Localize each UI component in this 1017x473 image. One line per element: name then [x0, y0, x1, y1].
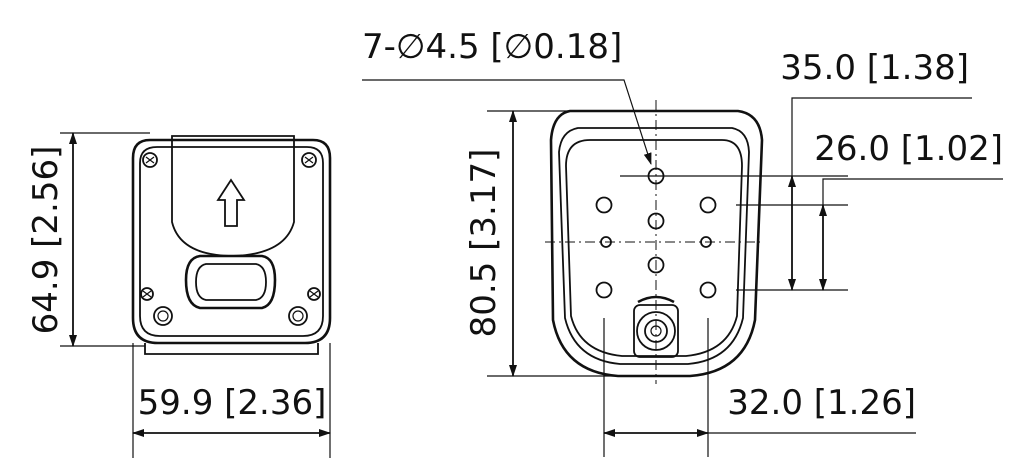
- front-base-plate: [144, 343, 319, 355]
- mounting-hole: [647, 212, 665, 230]
- holes-label: 7-∅4.5 [∅0.18]: [362, 27, 622, 67]
- mounting-hole: [647, 256, 665, 274]
- front-height-label: 64.9 [2.56]: [26, 146, 66, 335]
- up-arrow-icon: [216, 178, 246, 227]
- rear-view: 7-∅4.5 [∅0.18] 80.5 [3.17] 35.0 [1.38] 2…: [362, 27, 1003, 457]
- mounting-hole: [700, 236, 712, 248]
- screw-icon: [153, 306, 173, 326]
- front-connector-window-inner: [195, 263, 267, 301]
- rear-body-inner: [558, 127, 750, 365]
- screw-icon: [142, 152, 158, 168]
- rear-body-outline: [549, 109, 764, 378]
- screw-icon: [307, 287, 321, 301]
- mounting-hole: [699, 281, 717, 299]
- spacing-35-label: 35.0 [1.38]: [780, 48, 969, 88]
- rear-face: [565, 139, 743, 357]
- front-connector-window: [184, 254, 277, 310]
- front-view: 64.9 [2.56] 59.9 [2.36]: [26, 132, 332, 458]
- screw-icon: [288, 306, 308, 326]
- screw-icon: [140, 287, 154, 301]
- front-cover: [171, 135, 295, 257]
- holes-leader: [362, 79, 652, 165]
- screw-icon: [301, 152, 317, 168]
- front-body-inner: [139, 146, 324, 337]
- spacing-26-label: 26.0 [1.02]: [814, 129, 1003, 169]
- cable-connector: [633, 295, 679, 358]
- mounting-hole: [600, 236, 612, 248]
- mounting-hole: [595, 281, 613, 299]
- mounting-hole: [699, 196, 717, 214]
- front-body-outline: [131, 138, 332, 345]
- spacing-32-label: 32.0 [1.26]: [727, 383, 916, 423]
- mounting-hole: [595, 196, 613, 214]
- front-width-label: 59.9 [2.36]: [138, 383, 327, 423]
- rear-height-label: 80.5 [3.17]: [464, 149, 504, 338]
